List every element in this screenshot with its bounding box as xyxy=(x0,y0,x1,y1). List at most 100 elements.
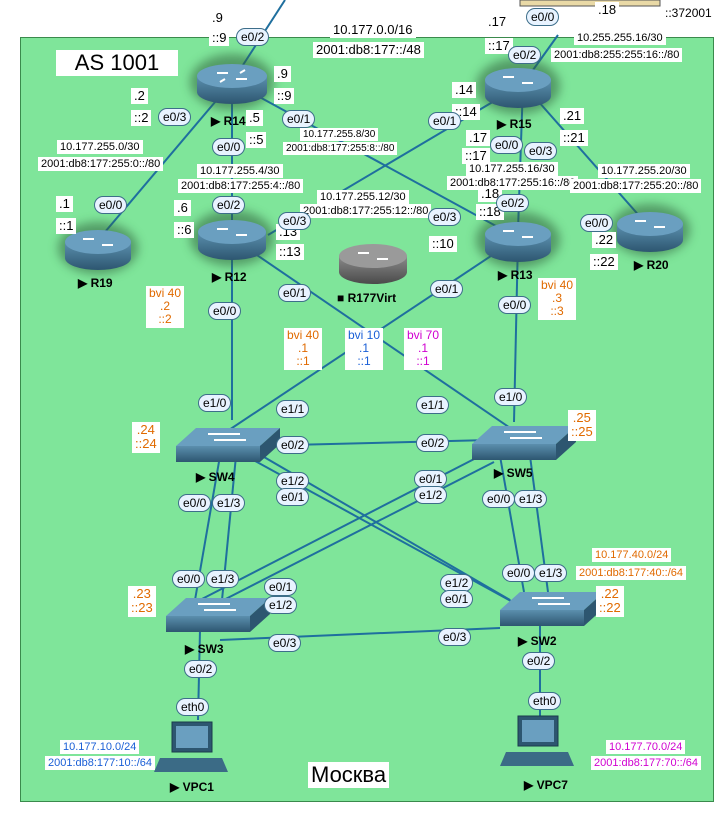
iface-sw5-e02[interactable]: e0/2 xyxy=(416,434,450,452)
iface-r15-e01[interactable]: e0/1 xyxy=(428,112,462,130)
iface-r19-e00[interactable]: e0/0 xyxy=(94,196,128,214)
core-net-ipv4: 10.177.0.0/16 xyxy=(330,22,416,39)
label-sw5: ▶ SW5 xyxy=(494,466,533,480)
addr-top-right-2: ::372001 xyxy=(662,6,715,22)
net-vlan10-v6: 2001:db8:177:10::/64 xyxy=(45,756,155,771)
pc-vpc1[interactable] xyxy=(154,721,228,772)
iface-sw5-e12[interactable]: e1/2 xyxy=(414,486,448,504)
label-sw4: ▶ SW4 xyxy=(196,470,235,484)
net-r15-r13-v4: 10.177.255.16/30 xyxy=(466,162,558,177)
iface-r12-e03[interactable]: e0/3 xyxy=(278,212,312,230)
net-r14-r12-v6: 2001:db8:177:255:4::/80 xyxy=(178,179,304,194)
net-r14-r19-v4: 10.177.255.0/30 xyxy=(57,140,143,155)
iface-r13-e02[interactable]: e0/2 xyxy=(496,194,530,212)
addr-sw3: .23::23 xyxy=(128,586,156,617)
bvi40-right: bvi 40.3::3 xyxy=(538,278,577,320)
net-top-right-v4: 10.255.255.16/30 xyxy=(574,31,666,46)
addr-r12-top-v6: ::6 xyxy=(174,222,195,239)
as-label: AS 1001 xyxy=(56,50,178,77)
iface-sw3-e03[interactable]: e0/3 xyxy=(268,634,302,652)
iface-sw2-e01[interactable]: e0/1 xyxy=(440,590,474,608)
router-r20[interactable] xyxy=(610,204,690,256)
iface-r15-e00[interactable]: e0/0 xyxy=(490,136,524,154)
net-r14-r13-v6: 2001:db8:177:255:8::/80 xyxy=(283,142,398,155)
iface-sw5-e10[interactable]: e1/0 xyxy=(494,388,528,406)
iface-sw2-e00[interactable]: e0/0 xyxy=(502,564,536,582)
iface-r14-e00[interactable]: e0/0 xyxy=(212,138,246,156)
iface-r20-e00[interactable]: e0/0 xyxy=(580,214,614,232)
iface-sw4-e02[interactable]: e0/2 xyxy=(276,436,310,454)
net-vlan70-v4: 10.177.70.0/24 xyxy=(606,740,686,755)
router-r13[interactable] xyxy=(476,212,560,268)
switch-sw4[interactable] xyxy=(176,428,280,462)
iface-sw4-e00[interactable]: e0/0 xyxy=(178,494,212,512)
iface-r12-e02[interactable]: e0/2 xyxy=(212,196,246,214)
label-r14: ▶ R14 xyxy=(211,114,246,128)
net-vlan10-v4: 10.177.10.0/24 xyxy=(60,740,140,755)
label-vpc7: ▶ VPC7 xyxy=(524,778,568,792)
iface-sw4-e12[interactable]: e1/2 xyxy=(276,472,310,490)
bvi10: bvi 10.1::1 xyxy=(345,328,384,370)
iface-r13-e01[interactable]: e0/1 xyxy=(430,280,464,298)
bvi40-center: bvi 40.1::1 xyxy=(284,328,323,370)
addr-r15-top-v6: ::17 xyxy=(485,38,513,55)
addr-r12-top-v4: .6 xyxy=(174,200,191,217)
iface-sw5-e00[interactable]: e0/0 xyxy=(482,490,516,508)
label-sw2: ▶ SW2 xyxy=(518,634,557,648)
iface-sw3-e02[interactable]: e0/2 xyxy=(184,660,218,678)
label-r19: ▶ R19 xyxy=(78,276,113,290)
iface-r14-e02[interactable]: e0/2 xyxy=(236,28,270,46)
switch-sw5[interactable] xyxy=(472,426,576,460)
iface-r15-e03[interactable]: e0/3 xyxy=(524,142,558,160)
iface-sw2-e03[interactable]: e0/3 xyxy=(438,628,472,646)
addr-sw5: .25::25 xyxy=(568,410,596,441)
router-r15[interactable] xyxy=(476,58,560,114)
iface-r13-e00[interactable]: e0/0 xyxy=(498,296,532,314)
iface-r14-e03[interactable]: e0/3 xyxy=(158,108,192,126)
router-r12[interactable] xyxy=(190,210,274,266)
iface-sw2-e13[interactable]: e1/3 xyxy=(534,564,568,582)
iface-sw3-e12[interactable]: e1/2 xyxy=(264,596,298,614)
iface-sw4-e01[interactable]: e0/1 xyxy=(276,488,310,506)
iface-sw2-e02[interactable]: e0/2 xyxy=(522,652,556,670)
iface-sw4-e11[interactable]: e1/1 xyxy=(276,400,310,418)
iface-r12-e01[interactable]: e0/1 xyxy=(278,284,312,302)
iface-vpc7-eth0[interactable]: eth0 xyxy=(528,692,562,710)
label-r13: ▶ R13 xyxy=(498,268,533,282)
iface-vpc1-eth0[interactable]: eth0 xyxy=(176,698,210,716)
iface-r14-e01[interactable]: e0/1 xyxy=(282,110,316,128)
net-top-right-v6: 2001:db8:255:255:16::/80 xyxy=(551,48,683,63)
iface-sw5-e13[interactable]: e1/3 xyxy=(514,490,548,508)
iface-r15-e00-top[interactable]: e0/0 xyxy=(526,8,560,26)
iface-sw3-e01[interactable]: e0/1 xyxy=(264,578,298,596)
label-r12: ▶ R12 xyxy=(212,270,247,284)
iface-r12-e00[interactable]: e0/0 xyxy=(208,302,242,320)
switch-sw3[interactable] xyxy=(166,598,270,632)
label-r177virt: ■ R177Virt xyxy=(337,291,397,305)
iface-r13-e03[interactable]: e0/3 xyxy=(428,208,462,226)
label-vpc1: ▶ VPC1 xyxy=(170,780,214,794)
pc-vpc7[interactable] xyxy=(500,715,574,766)
net-r12-r15-v6: 2001:db8:177:255:12::/80 xyxy=(300,204,432,219)
net-r15-r20-v6: 2001:db8:177:255:20::/80 xyxy=(570,179,702,194)
router-r14[interactable] xyxy=(190,54,274,110)
iface-sw5-e01[interactable]: e0/1 xyxy=(414,470,448,488)
iface-sw4-e10[interactable]: e1/0 xyxy=(198,394,232,412)
iface-sw3-e00[interactable]: e0/0 xyxy=(172,570,206,588)
addr-r14-right-v6: ::9 xyxy=(274,88,295,105)
switch-sw2[interactable] xyxy=(500,592,604,626)
iface-r15-e02[interactable]: e0/2 xyxy=(508,46,542,64)
addr-sw4: .24::24 xyxy=(132,422,160,453)
iface-sw3-e13[interactable]: e1/3 xyxy=(206,570,240,588)
net-vlan40-v4: 10.177.40.0/24 xyxy=(592,548,672,563)
addr-r19-v6: ::1 xyxy=(56,218,77,235)
iface-sw4-e13[interactable]: e1/3 xyxy=(212,494,246,512)
addr-r12-right-v6: ::13 xyxy=(276,244,304,261)
router-r177virt[interactable] xyxy=(339,244,407,284)
addr-r14-top-v4: .9 xyxy=(209,10,226,27)
router-r19[interactable] xyxy=(58,222,138,274)
city-label: Москва xyxy=(308,762,390,789)
iface-sw5-e11[interactable]: e1/1 xyxy=(416,396,450,414)
addr-r19-v4: .1 xyxy=(56,196,73,213)
